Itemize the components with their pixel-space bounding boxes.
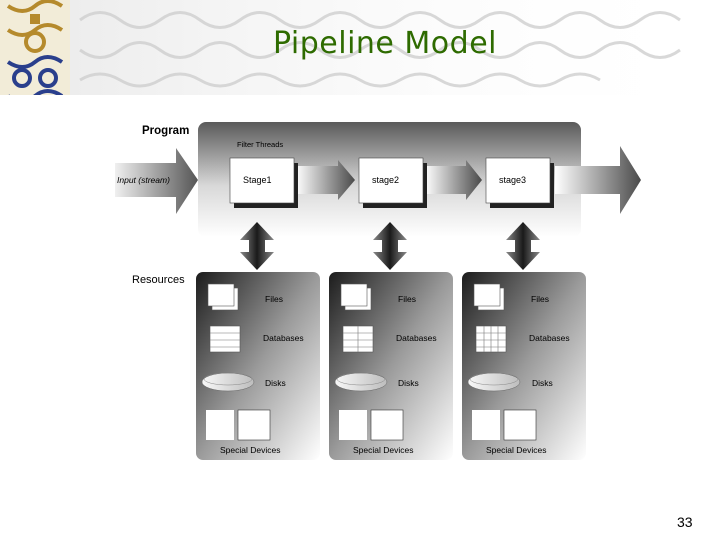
disks-label: Disks — [265, 378, 286, 388]
stage2-resource-link-arrow — [373, 222, 407, 270]
files-icon — [473, 283, 505, 311]
special-devices-label: Special Devices — [486, 445, 546, 455]
special-devices-icon — [206, 409, 271, 441]
resources-label: Resources — [132, 274, 185, 286]
stage-label: stage2 — [372, 175, 399, 185]
disks-icon — [334, 372, 388, 392]
resource-panel-3: Files Databases Disks Special Devices — [462, 272, 586, 460]
resource-panel-1: Files Databases Disks Special Devices — [196, 272, 320, 460]
stage3-resource-link-arrow — [506, 222, 540, 270]
stage-label: stage3 — [499, 175, 526, 185]
databases-icon — [475, 325, 507, 353]
program-label: Program — [142, 125, 189, 137]
stage1-resource-link-arrow — [240, 222, 274, 270]
databases-icon — [342, 325, 374, 353]
page-number: 33 — [677, 514, 693, 530]
slide-title: Pipeline Model — [272, 26, 498, 61]
stage2-to-stage3-arrow — [425, 160, 482, 200]
files-label: Files — [531, 294, 549, 304]
special-devices-label: Special Devices — [220, 445, 280, 455]
special-devices-icon — [472, 409, 537, 441]
output-stream-arrow — [555, 146, 641, 214]
input-stream-arrow — [115, 148, 198, 214]
stage-label: Stage1 — [243, 175, 272, 185]
decorative-header-pattern — [0, 0, 720, 95]
files-icon — [207, 283, 239, 311]
databases-label: Databases — [529, 333, 570, 343]
files-label: Files — [398, 294, 416, 304]
disks-label: Disks — [532, 378, 553, 388]
databases-icon — [209, 325, 241, 353]
input-stream-label: Input (stream) — [117, 175, 170, 185]
filter-threads-label: Filter Threads — [237, 140, 283, 149]
stage-box-3: stage3 — [485, 157, 554, 208]
files-label: Files — [265, 294, 283, 304]
databases-label: Databases — [263, 333, 304, 343]
files-icon — [340, 283, 372, 311]
special-devices-icon — [339, 409, 404, 441]
disks-label: Disks — [398, 378, 419, 388]
stage-box-1: Stage1 — [229, 157, 298, 208]
disks-icon — [201, 372, 255, 392]
resource-panel-2: Files Databases Disks Special Devices — [329, 272, 453, 460]
disks-icon — [467, 372, 521, 392]
stage-box-2: stage2 — [358, 157, 427, 208]
stage1-to-stage2-arrow — [296, 160, 355, 200]
special-devices-label: Special Devices — [353, 445, 413, 455]
databases-label: Databases — [396, 333, 437, 343]
